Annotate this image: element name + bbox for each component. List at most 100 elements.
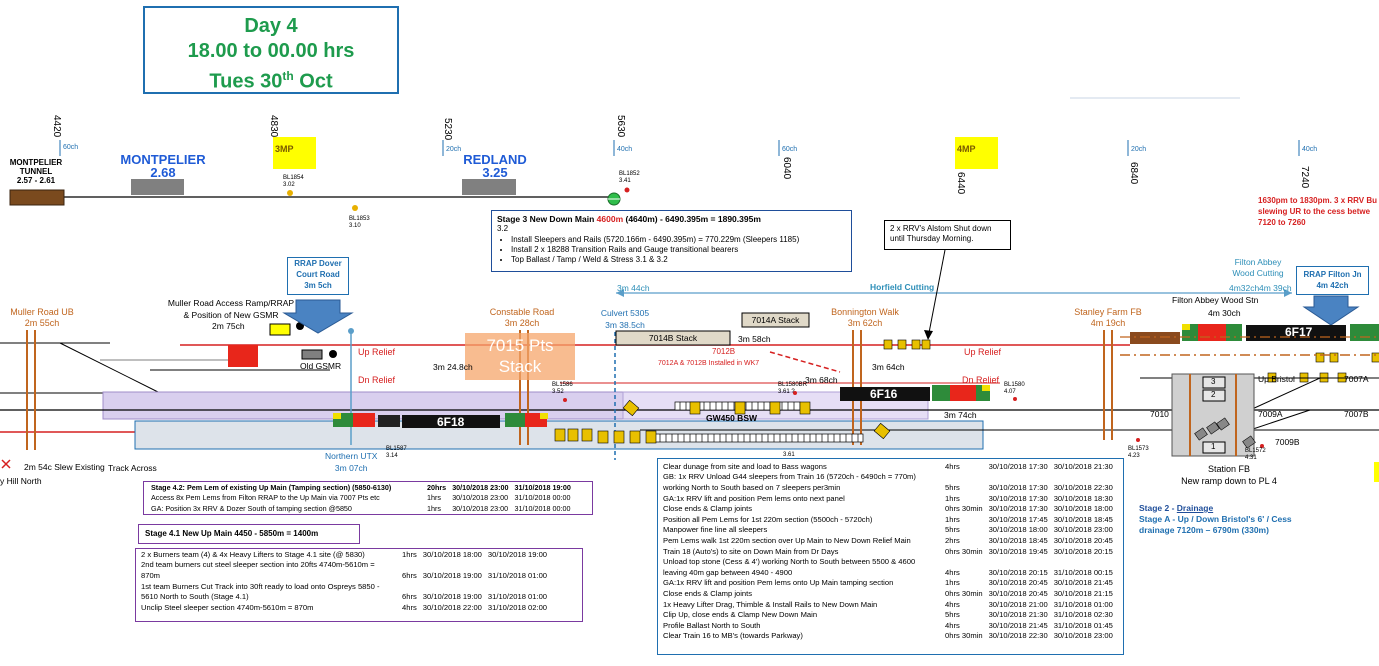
table-row: 2 x Burners team (4) & 4x Heavy Lifters … (141, 549, 548, 559)
table-row: 1x Heavy Lifter Drag, Thimble & Install … (663, 599, 1113, 609)
chain-40ch-a: 40ch (617, 146, 633, 153)
stage41-table: 2 x Burners team (4) & 4x Heavy Lifters … (138, 549, 550, 613)
gw450-label: GW450 BSW (706, 413, 758, 423)
train-6f16 (840, 385, 990, 401)
table-row: 2nd team burners cut steel sleeper secti… (141, 560, 375, 570)
chain-40ch-b: 40ch (1302, 146, 1318, 153)
table-row: Stage 4.2: Pem Lem of existing Up Main (… (151, 482, 571, 492)
hill-north-label: y Hill North (0, 476, 42, 486)
track-across-label: Track Across (108, 463, 157, 473)
stack-7014b[interactable]: 7014B Stack (648, 333, 698, 343)
stage3-bullet: Install Sleepers and Rails (5720.166m - … (511, 235, 846, 244)
stage3-title: Stage 3 New Down Main 4600m (4640m) - 64… (497, 214, 761, 224)
stage41-title: Stage 4.1 New Up Main 4450 - 5850m = 140… (138, 524, 360, 544)
old-gsmr-label: Old GSMR (300, 361, 342, 371)
mileage-3m68: 3m 68ch (805, 375, 838, 385)
up-bristol-label: Up Bristol (1258, 374, 1295, 384)
points-7007b: 7007B (1344, 409, 1369, 419)
dn-relief-label-2: Dn Relief (962, 375, 1000, 385)
points-7009a: 7009A (1258, 409, 1283, 419)
table-row: Unload top stone (Cess & 4') working Nor… (663, 557, 916, 567)
numbered-box-3: 3 (1211, 377, 1216, 386)
stage42-table-box: Stage 4.2: Pem Lem of existing Up Main (… (143, 481, 593, 515)
table-row: Position all Pem Lems for 1st 220m secti… (663, 514, 1113, 524)
chain-20ch-a: 20ch (446, 146, 462, 153)
horfield-cutting: Horfield Cutting (870, 282, 935, 292)
main-plan-table-box: Clear dunage from site and load to Bass … (657, 458, 1124, 655)
muller-access-mileage: 2m 75ch (212, 321, 245, 331)
milepost-5630: 5630 (615, 115, 626, 138)
table-row: Pem Lems walk 1st 220m section over Up M… (663, 535, 1113, 545)
points-7012-note: 7012A & 7012B Installed in WK7 (658, 360, 760, 367)
points-7007a: 7007A (1344, 374, 1369, 384)
table-row: Train 18 (Auto's) to site on Down Main f… (663, 546, 1113, 556)
main-plan-table: Clear dunage from site and load to Bass … (660, 461, 1116, 641)
date-label: Tues 30th Oct (209, 69, 333, 93)
dn-relief-label: Dn Relief (358, 375, 396, 385)
numbered-box-1: 1 (1211, 442, 1216, 451)
milepost-4830: 4830 (268, 115, 279, 138)
chain-20ch-b: 20ch (1131, 146, 1147, 153)
milepost-6040: 6040 (781, 157, 792, 180)
table-row: GA:1x RRV lift and position Pem lems ont… (663, 493, 1113, 503)
stage2-note: Stage 2 - Drainage Stage A - Up / Down B… (1139, 503, 1292, 535)
table-row: Clear dunage from site and load to Bass … (663, 461, 1113, 471)
day-label: Day 4 (244, 15, 298, 37)
mp3-marker: 3MP (275, 144, 294, 154)
mileage-3-61: 3.61 (783, 452, 795, 458)
alstom-note: 2 x RRV's Alstom Shut down until Thursda… (884, 220, 1011, 250)
points-7010: 7010 (1150, 409, 1169, 419)
train-6f18 (333, 413, 548, 428)
stack-7014a[interactable]: 7014A Stack (751, 315, 800, 325)
muller-access-ramp: Muller Road Access Ramp/RRAP& Position o… (167, 298, 295, 320)
milepost-4420: 4420 (51, 115, 62, 138)
chain-60ch-a: 60ch (63, 144, 79, 151)
table-row: working North to South based on 7 sleepe… (663, 482, 1113, 492)
points-7009b: 7009B (1275, 437, 1300, 447)
stage3-bullet: Top Ballast / Tamp / Weld & Stress 3.1 &… (511, 255, 846, 264)
filton-4m39: 4m 39ch (1259, 283, 1292, 293)
stage3-sub: 3.2 (497, 224, 509, 233)
milepost-6840: 6840 (1128, 162, 1139, 185)
train-6f18-label: 6F18 (437, 415, 465, 429)
table-row: Clear Train 16 to MB's (towards Parkway)… (663, 631, 1113, 641)
points-7012b: 7012B (712, 347, 736, 356)
filton-4m32: 4m32ch (1229, 283, 1260, 293)
day-title-box: Day 4 18.00 to 00.00 hrs Tues 30th Oct (143, 6, 399, 94)
up-relief-label-2: Up Relief (964, 347, 1002, 357)
table-row: GB: 1x RRV Unload G44 sleepers from Trai… (663, 472, 916, 482)
milepost-7240: 7240 (1299, 166, 1310, 189)
table-row: Unclip Steel sleeper section 4740m-5610m… (141, 602, 548, 612)
stage3-box: Stage 3 New Down Main 4600m (4640m) - 64… (491, 210, 852, 272)
up-relief-label: Up Relief (358, 347, 396, 357)
filton-abbey-station: Filton Abbey Wood Stn (1172, 295, 1259, 305)
table-row: Access 8x Pem Lems from Filton RRAP to t… (151, 493, 571, 503)
mileage-3m74: 3m 74ch (944, 410, 977, 420)
mileage-3m248: 3m 24.8ch (433, 362, 473, 372)
train-6f17 (1130, 324, 1379, 344)
filton-station-mileage: 4m 30ch (1208, 308, 1241, 318)
